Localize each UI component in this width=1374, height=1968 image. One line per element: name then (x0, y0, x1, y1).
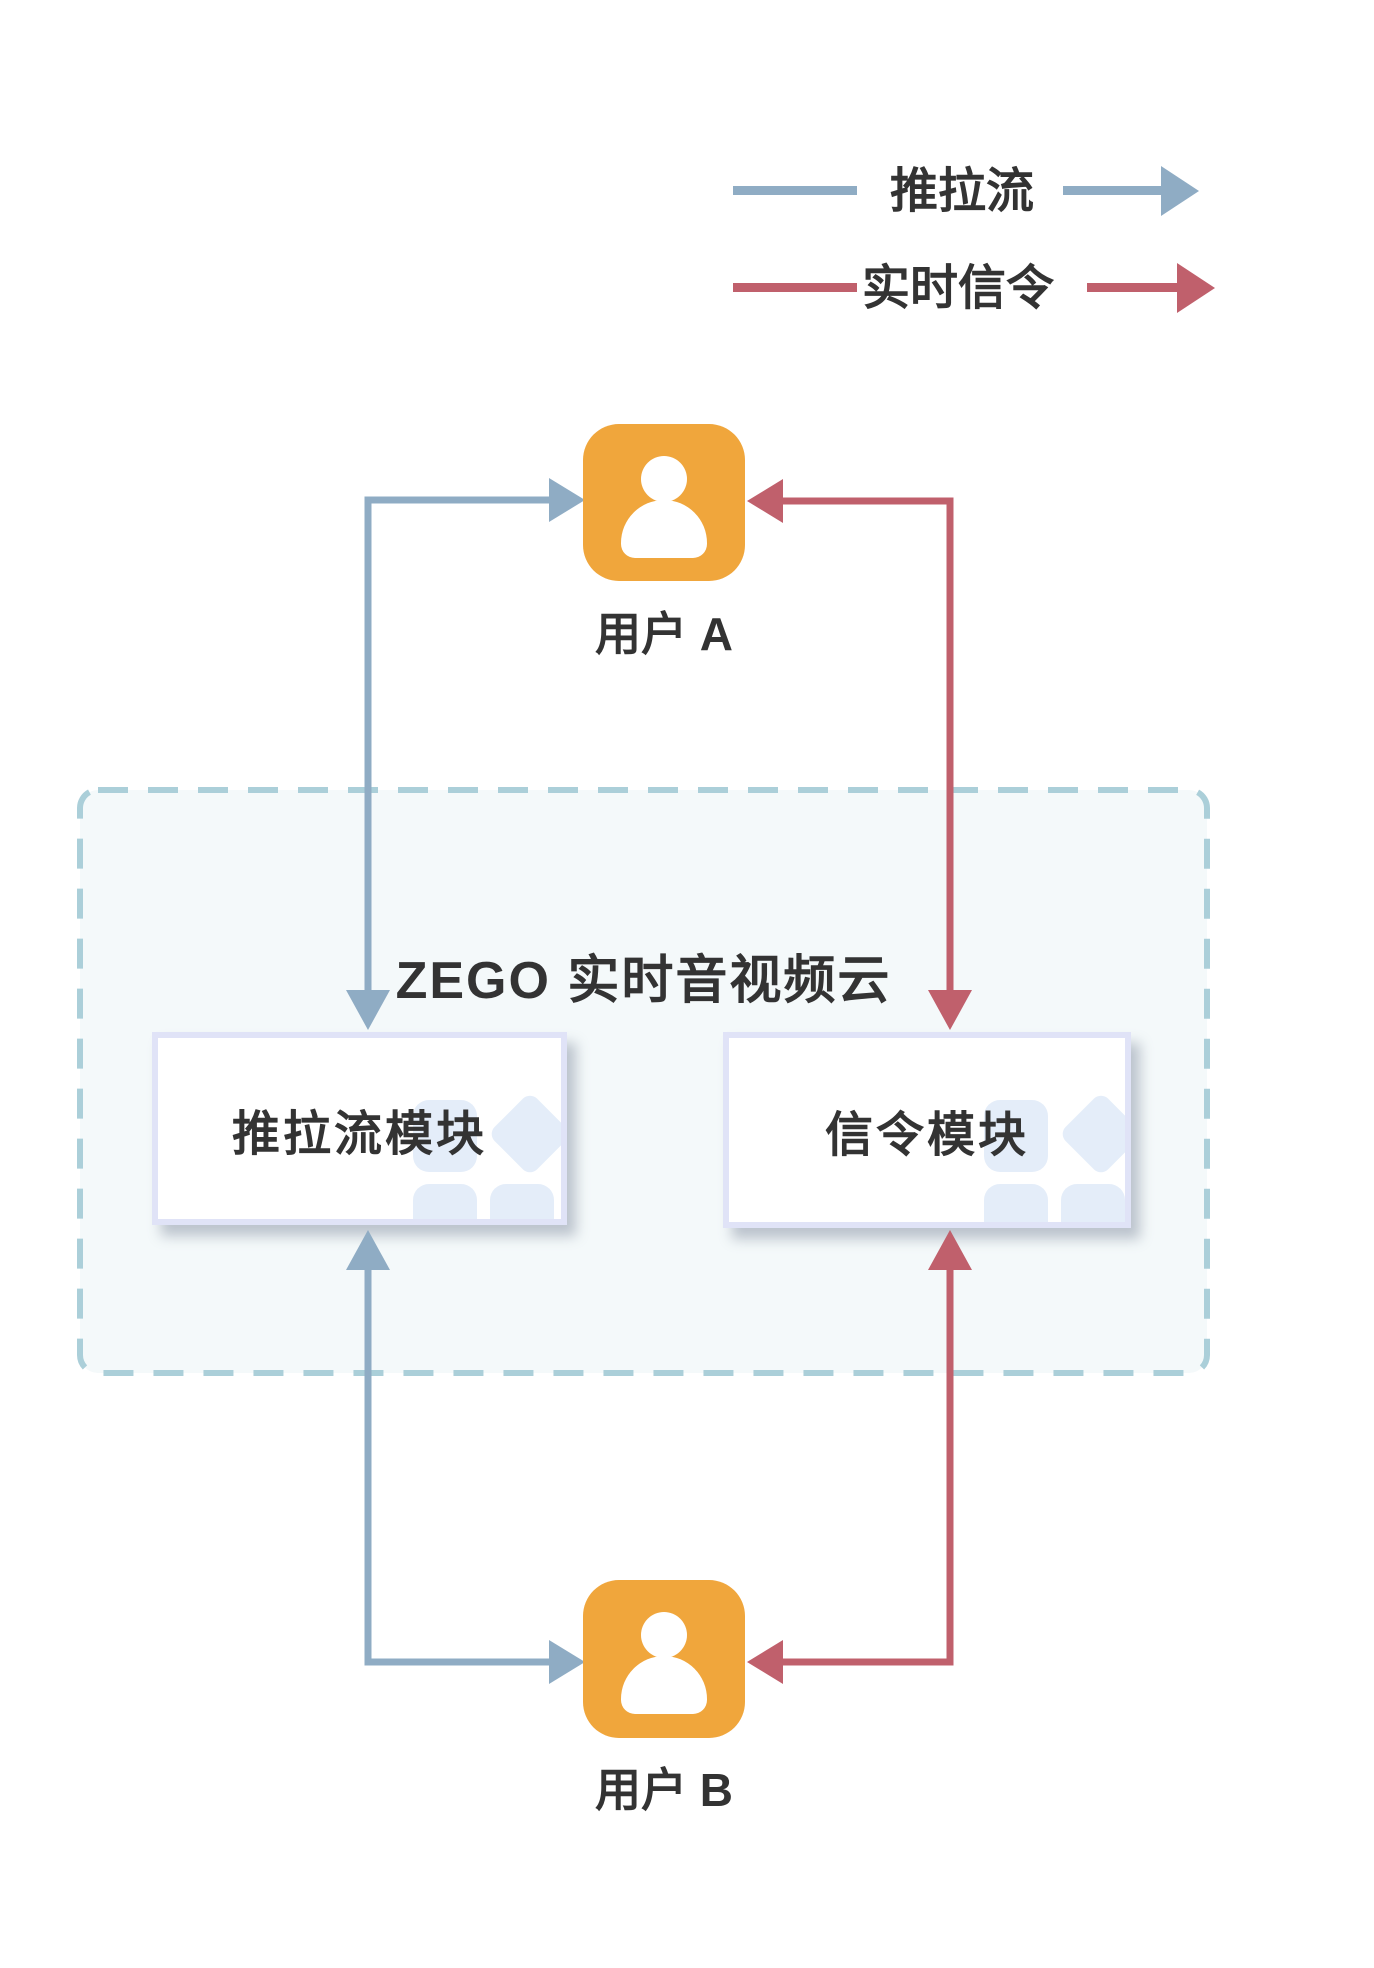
legend-stream-line (733, 186, 857, 195)
signal-arrowhead-into-user-b (747, 1640, 783, 1684)
cloud-title: ZEGO 实时音视频云 (395, 952, 892, 1010)
stream-connector-user-b (364, 1268, 549, 1666)
module-deco-square-icon (490, 1184, 554, 1219)
legend-stream-arrow (1063, 186, 1163, 195)
stream-connector-user-a (364, 496, 549, 992)
signal-arrowhead-into-module-bottom (928, 1230, 972, 1270)
legend-stream-arrowhead-icon (1161, 166, 1199, 216)
stream-arrowhead-into-user-b (549, 1640, 585, 1684)
legend-signal-arrowhead-icon (1177, 263, 1215, 313)
module-deco-square-icon (984, 1184, 1048, 1222)
legend-signal-label: 实时信令 (861, 262, 1054, 315)
stream-arrowhead-into-user-a (549, 478, 585, 522)
module-deco-square-icon (1061, 1184, 1125, 1222)
person-body-icon (621, 1656, 707, 1714)
stream-arrowhead-into-module-bottom (346, 1230, 390, 1270)
signal-arrowhead-into-user-a (747, 479, 783, 523)
module-deco-square-icon (984, 1100, 1048, 1172)
stream-module-box: 推拉流模块 (152, 1032, 567, 1225)
person-head-icon (641, 456, 687, 502)
user-b-icon (583, 1580, 745, 1738)
person-body-icon (621, 500, 707, 558)
user-b-label: 用户 B (595, 1764, 733, 1816)
signal-connector-user-a (783, 497, 954, 992)
user-a-icon (583, 424, 745, 581)
signal-module-label: 信令模块 (824, 1109, 1029, 1162)
signal-arrowhead-into-module-top (928, 990, 972, 1030)
legend-stream-label: 推拉流 (889, 165, 1034, 218)
signal-connector-user-b (783, 1268, 954, 1666)
user-a-label: 用户 A (595, 608, 733, 660)
cloud-dashed-border (77, 787, 1210, 1376)
module-deco-square-icon (413, 1100, 477, 1172)
legend-signal-line (733, 283, 857, 292)
person-head-icon (641, 1612, 687, 1658)
signal-module-box: 信令模块 (723, 1032, 1131, 1228)
stream-arrowhead-into-module-top (346, 990, 390, 1030)
stream-module-label: 推拉流模块 (231, 1107, 487, 1161)
module-deco-square-icon (413, 1184, 477, 1219)
legend-signal-arrow (1087, 283, 1179, 292)
zego-cloud-container: ZEGO 实时音视频云 推拉流模块 信令模块 (80, 790, 1207, 1373)
